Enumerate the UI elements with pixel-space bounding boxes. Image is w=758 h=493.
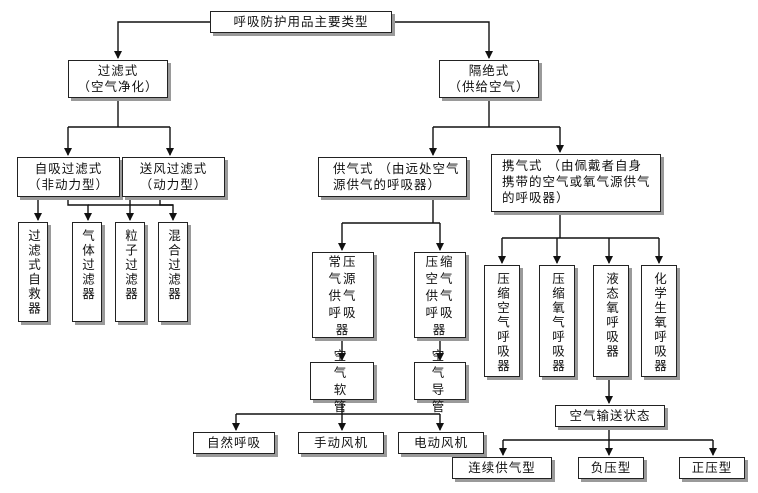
blower-filter-title: 送风过滤式 <box>139 161 208 176</box>
normal-pressure-text: 常压气源供气呼吸器 <box>328 253 358 337</box>
air-line-node: 空气导管 <box>414 348 466 414</box>
self-filter-title: 自吸过滤式 <box>34 161 103 176</box>
filter-leaf-mixed: 混合过滤器 <box>158 222 188 322</box>
compressed-supply-node: 压缩空气供气呼吸器 <box>414 252 466 338</box>
filter-type-title: 过滤式 <box>97 63 139 78</box>
isolate-type-node: 隔绝式 （供给空气） <box>439 60 539 98</box>
isolate-type-subtitle: （供给空气） <box>448 79 530 94</box>
supplied-air-node: 供气式 （由远处空气源供气的呼吸器） <box>318 157 467 197</box>
state-negative: 负压型 <box>578 457 644 479</box>
air-state-node: 空气输送状态 <box>555 405 665 427</box>
portable-air-node: 携气式 （由佩戴者自身携带的空气或氧气源供气的呼吸器） <box>491 154 661 212</box>
breathing-manual-blower: 手动风机 <box>298 432 384 454</box>
breathing-electric-blower: 电动风机 <box>398 432 484 454</box>
filter-leaf-gas: 气体过滤器 <box>72 222 102 322</box>
normal-pressure-node: 常压气源供气呼吸器 <box>312 252 374 338</box>
air-line-text: 空气导管 <box>431 348 449 414</box>
blower-filter-subtitle: （动力型） <box>139 177 208 192</box>
state-positive: 正压型 <box>679 457 745 479</box>
isolate-type-title: 隔绝式 <box>468 63 510 78</box>
portable-leaf-compressed-air: 压缩空气呼吸器 <box>484 265 520 377</box>
state-continuous: 连续供气型 <box>452 457 552 479</box>
self-filter-node: 自吸过滤式 （非动力型） <box>17 157 120 197</box>
portable-leaf-chemical-oxygen: 化学生氧呼吸器 <box>641 265 677 377</box>
filter-type-node: 过滤式 （空气净化） <box>68 60 168 98</box>
self-filter-subtitle: （非动力型） <box>27 177 109 192</box>
blower-filter-node: 送风过滤式 （动力型） <box>122 157 225 197</box>
filter-leaf-self-rescuer: 过滤式自救器 <box>18 222 48 322</box>
air-hose-node: 空气软管 <box>310 348 374 414</box>
filter-type-subtitle: （空气净化） <box>77 79 159 94</box>
compressed-supply-text: 压缩空气供气呼吸器 <box>425 253 455 337</box>
filter-leaf-particle: 粒子过滤器 <box>115 222 145 322</box>
breathing-natural: 自然呼吸 <box>193 432 275 454</box>
root-node: 呼吸防护用品主要类型 <box>210 11 392 33</box>
portable-leaf-liquid-oxygen: 液态氧呼吸器 <box>593 265 629 377</box>
portable-leaf-compressed-oxygen: 压缩氧气呼吸器 <box>539 265 575 377</box>
air-hose-text: 空气软管 <box>333 348 351 414</box>
